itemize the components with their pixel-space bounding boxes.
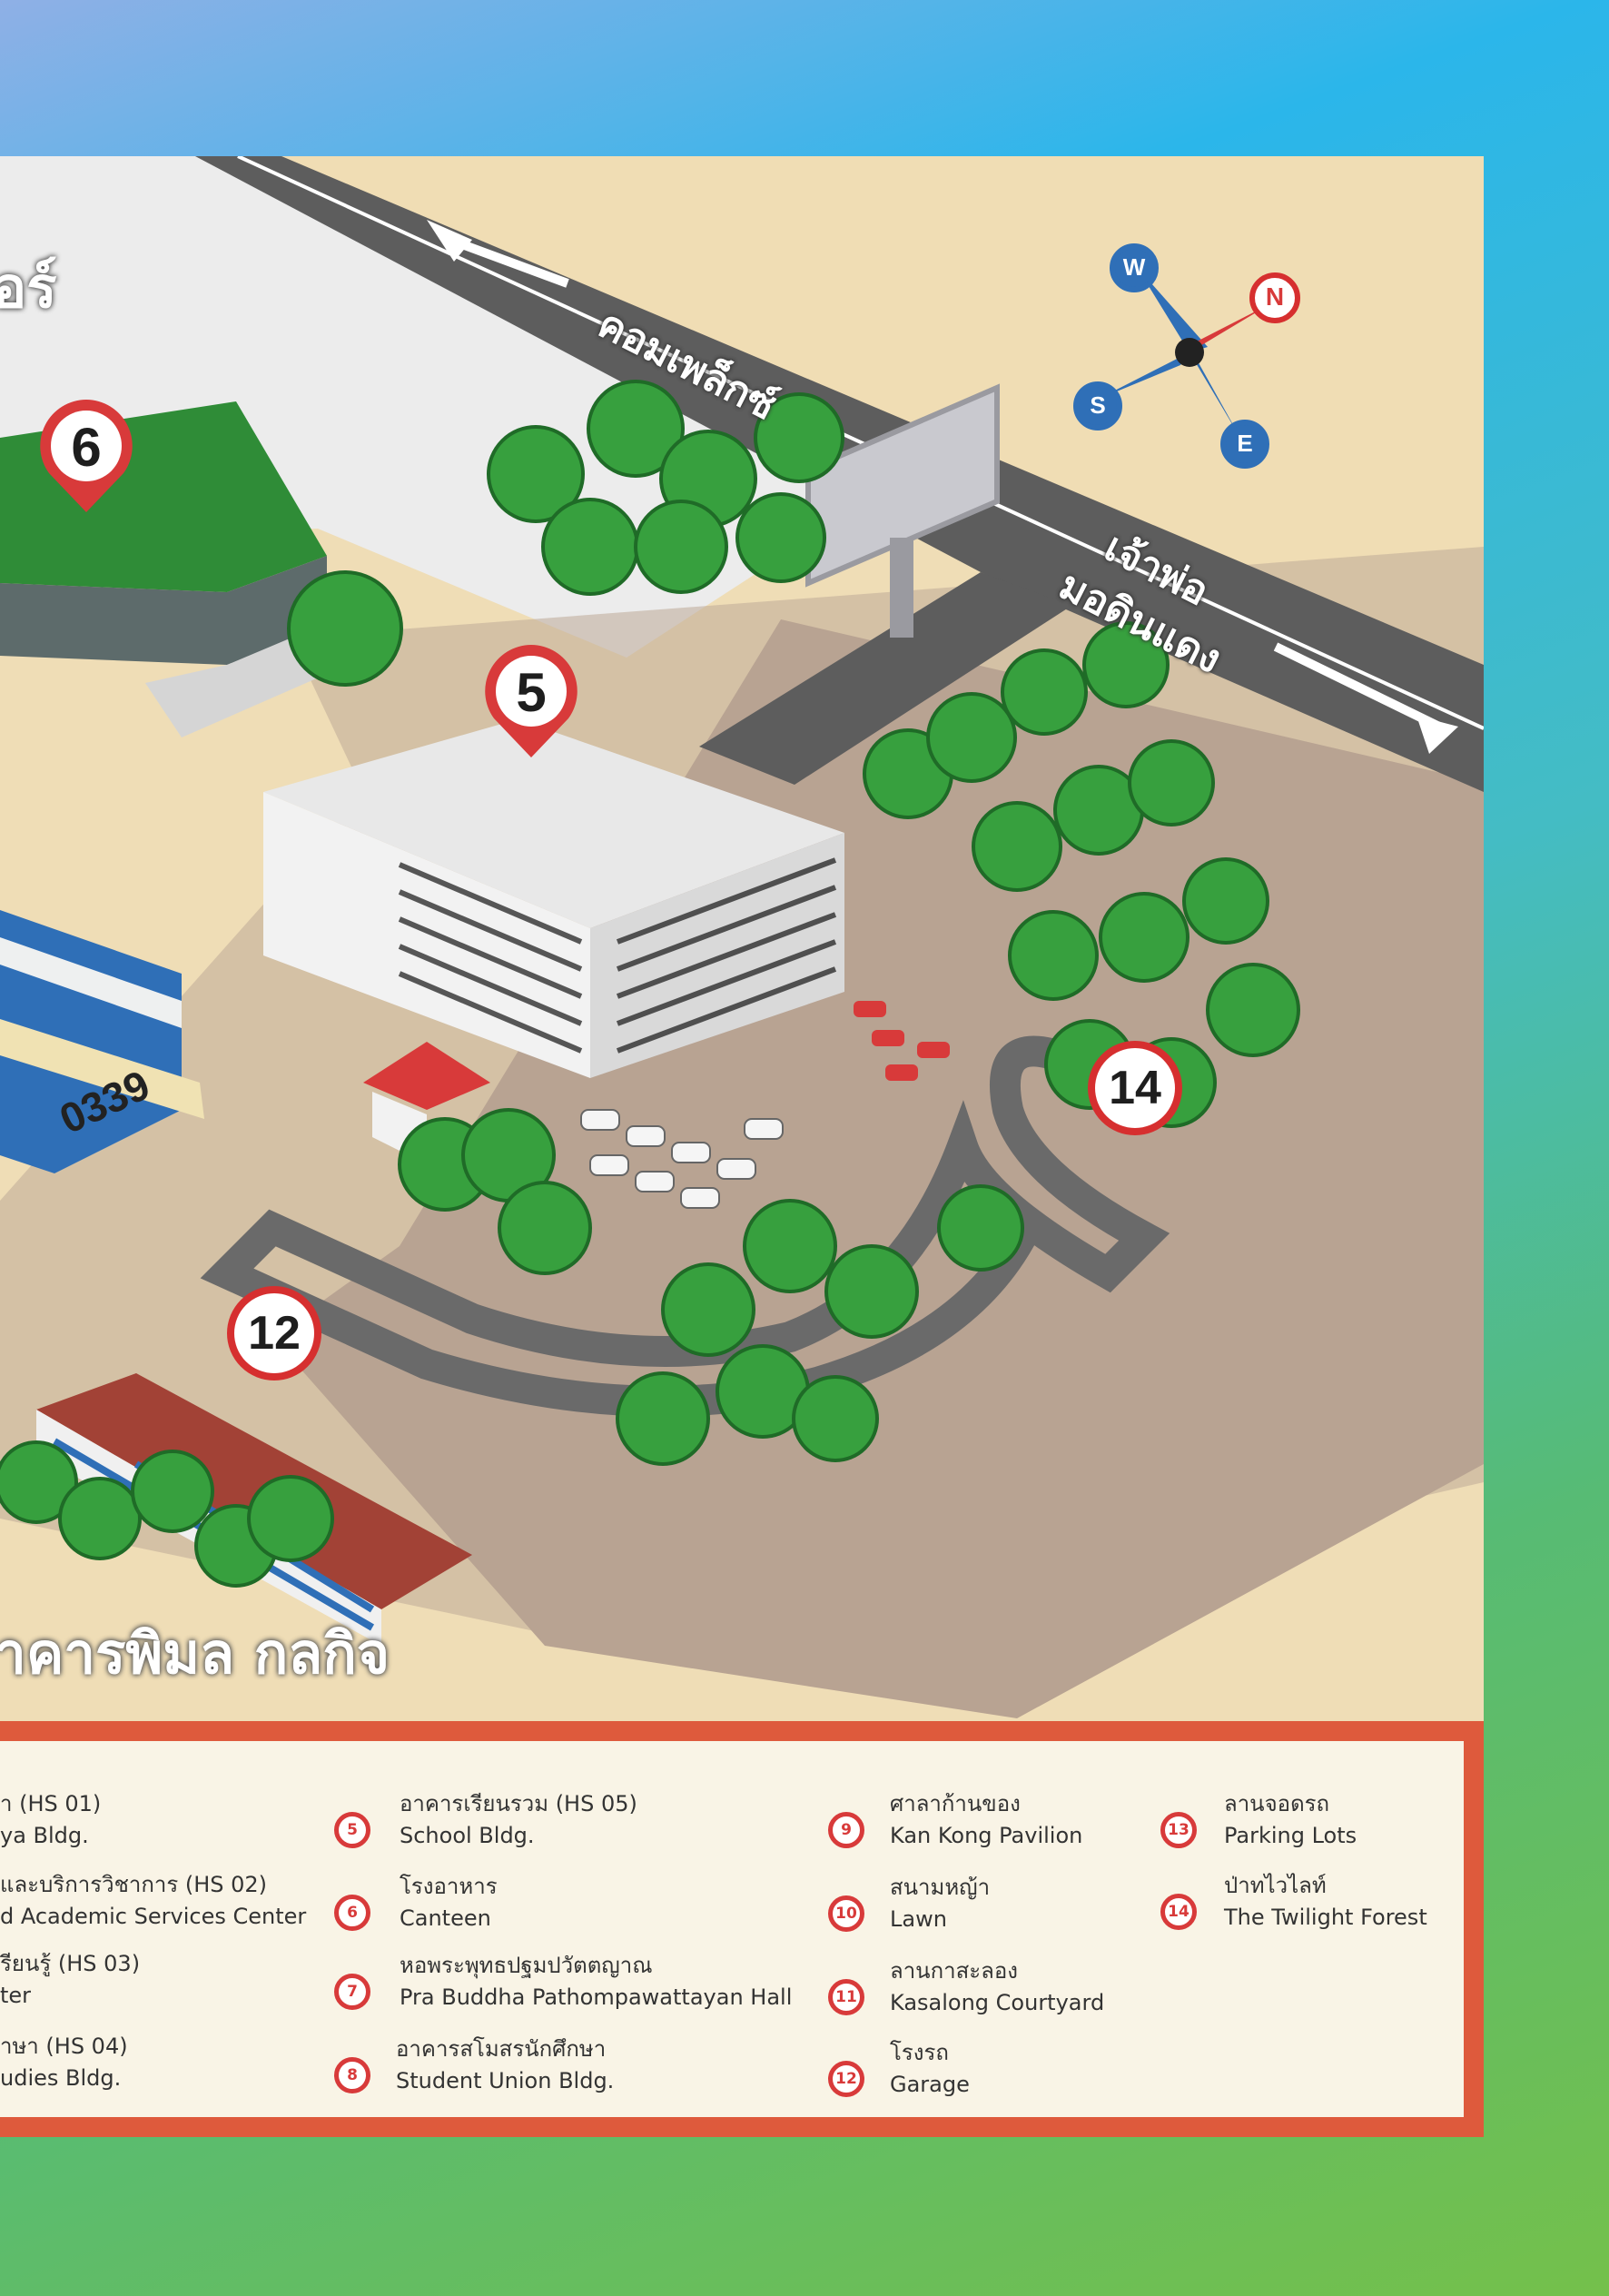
building-name-top: อร์ <box>0 254 57 321</box>
legend-badge-8: 8 <box>334 2057 370 2093</box>
legend-badge-10: 10 <box>828 1895 864 1932</box>
building-name-pimol: าคารพิมล กลกิจ <box>0 1620 390 1687</box>
legend-item-1[interactable]: า (HS 01)ya Bldg. <box>0 1791 102 1848</box>
compass-west-icon: W <box>1110 243 1159 292</box>
legend-panel: า (HS 01)ya Bldg. และบริการวิชาการ (HS 0… <box>0 1721 1484 2137</box>
compass-south-icon: S <box>1073 381 1122 430</box>
campus-map: N W S E คอมเพล็กซ์ เจ้าพ่อ มอดินแดง อร์ … <box>0 156 1484 1721</box>
compass-east-icon: E <box>1220 420 1269 469</box>
map-pin-icon <box>485 645 577 757</box>
legend-badge-5: 5 <box>334 1812 370 1848</box>
pin-number: 6 <box>71 417 102 478</box>
legend-item-5[interactable]: อาคารเรียนรวม (HS 05)School Bldg. <box>400 1791 637 1848</box>
legend-badge-14: 14 <box>1160 1894 1197 1930</box>
legend-badge-9: 9 <box>828 1812 864 1848</box>
legend-body: า (HS 01)ya Bldg. และบริการวิชาการ (HS 0… <box>0 1741 1464 2117</box>
map-pin-icon <box>40 400 133 512</box>
legend-item-14[interactable]: ป่าทไวไลท์The Twilight Forest <box>1224 1873 1427 1930</box>
pin-number: 5 <box>516 662 547 723</box>
legend-badge-6: 6 <box>334 1895 370 1931</box>
map-marker-14[interactable]: 14 <box>1088 1041 1182 1135</box>
legend-item-4[interactable]: าษา (HS 04)udies Bldg. <box>0 2034 128 2091</box>
map-marker-12[interactable]: 12 <box>227 1286 321 1381</box>
legend-badge-11: 11 <box>828 1979 864 2015</box>
legend-item-2[interactable]: และบริการวิชาการ (HS 02)d Academic Servi… <box>0 1872 307 1929</box>
legend-badge-7: 7 <box>334 1974 370 2010</box>
legend-badge-13: 13 <box>1160 1812 1197 1848</box>
compass-rose <box>1097 267 1271 438</box>
map-illustration <box>0 156 1484 1721</box>
map-pin-6[interactable]: 6 <box>36 396 136 516</box>
legend-badge-12: 12 <box>828 2061 864 2097</box>
legend-item-3[interactable]: รียนรู้ (HS 03)ter <box>0 1951 141 2008</box>
map-pin-5[interactable]: 5 <box>481 641 581 761</box>
compass-north-icon: N <box>1249 272 1300 323</box>
